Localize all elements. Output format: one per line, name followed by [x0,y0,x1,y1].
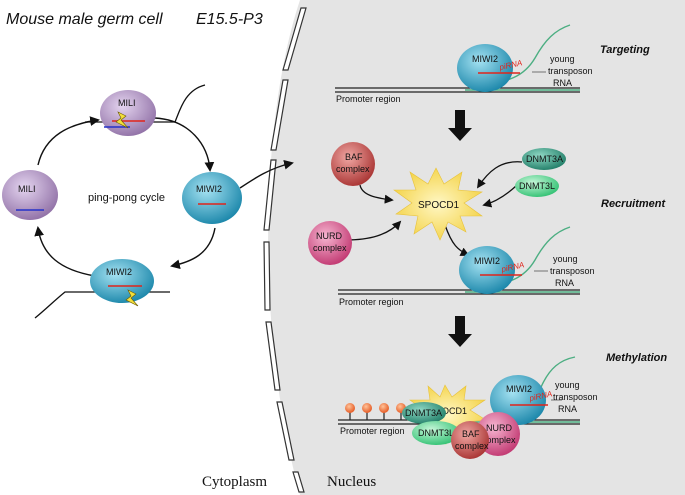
nurd-label-1: NURD [316,231,342,241]
nucleus-region [268,0,685,495]
nurd-complex [308,221,352,265]
arrow-dnmt3a-to-spocd1 [476,161,523,189]
methylation-title: Methylation [606,352,667,364]
flow-arrow-1 [448,110,472,141]
ping-pong-cycle-label: ping-pong cycle [88,192,165,204]
cytoplasm-label: Cytoplasm [202,474,267,490]
methylation-rna-line3: RNA [558,404,577,414]
recruitment-rna-line1: young [553,254,578,264]
methylation-promoter-label: Promoter region [340,426,405,436]
ping-pong-cycle: MILI MILI MIWI2 MIWI2 ping-pong cycle [2,84,294,319]
dnmt3l-protein [515,175,559,197]
baf-label-2: complex [336,164,370,174]
methylation-miwi2 [490,375,546,425]
methylation-dnmt3a [402,402,446,424]
methylation-dnmt3a-label: DNMT3A [405,408,442,418]
arrow-into-nucleus [239,159,294,189]
arrow-spocd1-to-miwi2 [444,224,470,256]
arrow-baf-to-spocd1 [359,184,394,204]
spocd1-protein [393,167,483,241]
methyl-marks [345,403,406,420]
cycle-arrow-left-top [37,116,100,166]
cell-type-title: Mouse male germ cell [6,11,163,28]
baf-complex [331,142,375,186]
mili-left [2,170,58,220]
miwi2-right-label: MIWI2 [196,184,222,194]
stage-title: E15.5-P3 [196,11,263,28]
dnmt3a-protein [522,148,566,170]
recruitment-miwi2 [459,246,515,294]
methylation-rna-line1: young [555,380,580,390]
methylation-rna-line2: transposon [553,392,598,402]
methylation-baf-label-2: complex [455,441,489,451]
step-recruitment: Recruitment BAF complex NURD complex SPO… [308,142,667,307]
flow-arrow-2 [448,316,472,347]
recruitment-title: Recruitment [601,198,667,210]
miwi2-bottom [90,259,154,303]
step-methylation: Methylation SPOCD1 MIWI2 piRNA young tra… [338,352,667,459]
cleavage-icon-top [115,111,129,129]
arrow-dnmt3l-to-spocd1 [482,185,517,208]
mili-top [100,90,156,136]
mili-top-label: MILI [118,98,136,108]
recruitment-rna-line2: transposon [550,266,595,276]
targeting-promoter-label: Promoter region [336,94,401,104]
targeting-rna-line1: young [550,54,575,64]
step-targeting: Targeting MIWI2 piRNA young transposon R… [335,24,650,104]
cleavage-icon-bottom [125,289,139,307]
recruitment-promoter-label: Promoter region [339,297,404,307]
targeting-miwi2 [457,44,513,92]
recruitment-rna-line3: RNA [555,278,574,288]
cycle-arrow-bottom-left [34,226,96,277]
dnmt3l-label: DNMT3L [519,181,555,191]
methylation-miwi2-label: MIWI2 [506,384,532,394]
methylation-nurd-label-1: NURD [486,423,512,433]
methylation-baf [451,421,489,459]
spocd1-label: SPOCD1 [418,200,460,211]
methylation-nurd-label-2: complex [482,435,516,445]
baf-label-1: BAF [345,152,363,162]
methylation-spocd1-label: SPOCD1 [430,406,467,416]
targeting-miwi2-label: MIWI2 [472,54,498,64]
miwi2-bottom-label: MIWI2 [106,267,132,277]
targeting-title: Targeting [600,44,650,56]
cycle-arrow-top-right [154,117,215,172]
nucleus-label: Nucleus [327,474,376,490]
mili-left-label: MILI [18,184,36,194]
transposon-rna-top [85,84,206,123]
cycle-arrow-right-bottom [170,227,216,270]
miwi2-right [182,172,242,224]
nuclear-envelope [263,7,307,493]
recruitment-miwi2-label: MIWI2 [474,256,500,266]
methylation-dnmt3l-label: DNMT3L [418,428,454,438]
nurd-label-2: complex [313,243,347,253]
methylation-dnmt3l [412,421,460,445]
targeting-rna-line2: transposon [548,66,593,76]
methylation-baf-label-1: BAF [462,429,480,439]
transposon-rna-bottom [34,291,170,319]
dnmt3a-label: DNMT3A [526,154,563,164]
targeting-rna-line3: RNA [553,78,572,88]
